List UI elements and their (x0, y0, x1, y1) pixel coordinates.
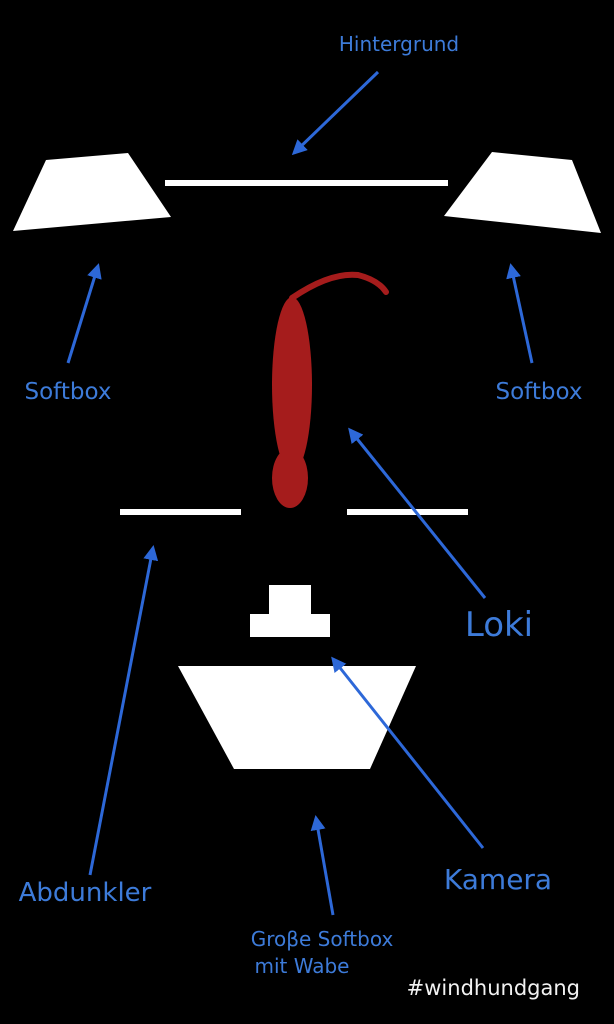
arrow-subject (348, 427, 487, 599)
label-camera: Kamera (444, 863, 552, 896)
darkener-right (347, 509, 468, 515)
subject-dog-shape (272, 271, 389, 508)
big-softbox (178, 666, 416, 769)
arrow-background (291, 70, 380, 156)
label-softbox-right: Softbox (496, 379, 583, 405)
label-big-softbox-line2: mit Wabe (255, 954, 350, 978)
hashtag-text: #windhundgang (407, 976, 580, 1000)
label-background: Hintergrund (339, 32, 459, 56)
darkener-left (120, 509, 241, 515)
arrow-camera (331, 656, 485, 849)
background-paper (165, 180, 448, 186)
camera-shape (250, 585, 330, 637)
softbox-left (13, 153, 171, 231)
arrow-softbox-right (506, 263, 534, 364)
arrow-big-softbox (310, 815, 335, 916)
softbox-right (444, 152, 601, 233)
label-big-softbox-line1: Groβe Softbox (251, 927, 394, 951)
label-softbox-left: Softbox (25, 379, 112, 405)
label-darkener: Abdunkler (19, 878, 152, 908)
arrow-softbox-left (66, 263, 102, 364)
label-subject: Loki (465, 605, 533, 645)
arrow-darkener (88, 545, 159, 876)
